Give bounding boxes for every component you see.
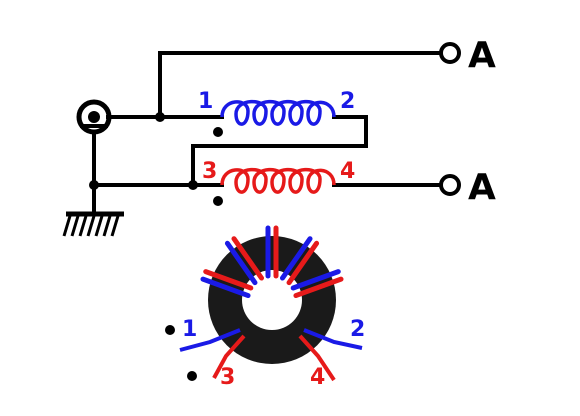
toroid-label-4: 4: [310, 365, 325, 390]
toroid-label-3: 3: [220, 365, 235, 390]
toroid-leads: [179, 328, 363, 382]
winding-label-1: 1: [198, 89, 213, 114]
toroid-label-1: 1: [182, 317, 197, 342]
toroid-winding-turn: [286, 240, 320, 286]
series-link-wire: [191, 115, 368, 187]
polarity-dot: [213, 127, 223, 137]
junction-dot: [188, 180, 198, 190]
ground-icon: [62, 211, 124, 237]
toroid-windings: [200, 225, 344, 299]
polarity-dot: [165, 325, 175, 335]
toroid-core: [208, 236, 336, 364]
toroid-winding-turn: [279, 236, 313, 281]
terminal-a-top: [439, 42, 461, 64]
red-winding-coil: [220, 167, 336, 194]
toroid-label-2: 2: [350, 317, 365, 342]
toroid-winding-turn: [200, 276, 251, 299]
winding-label-3: 3: [202, 159, 217, 184]
toroid-winding-turn: [231, 236, 265, 281]
toroid-winding-turn: [293, 276, 344, 299]
terminal-label-top: A: [468, 35, 496, 76]
terminal-a-bottom: [439, 174, 461, 196]
junction-dot: [155, 112, 165, 122]
polarity-dot: [187, 371, 197, 381]
junction-dot: [89, 180, 99, 190]
polarity-dot: [213, 196, 223, 206]
toroid-winding-turn: [224, 240, 258, 286]
coax-connector-icon: [76, 99, 112, 135]
top-output-wire: [158, 51, 442, 119]
winding-label-2: 2: [340, 89, 355, 114]
terminal-label-bottom: A: [468, 167, 496, 208]
winding-label-4: 4: [340, 159, 355, 184]
blue-winding-coil: [220, 99, 336, 126]
toroid-winding-turn: [290, 269, 341, 291]
toroid-winding-turn: [203, 269, 254, 291]
